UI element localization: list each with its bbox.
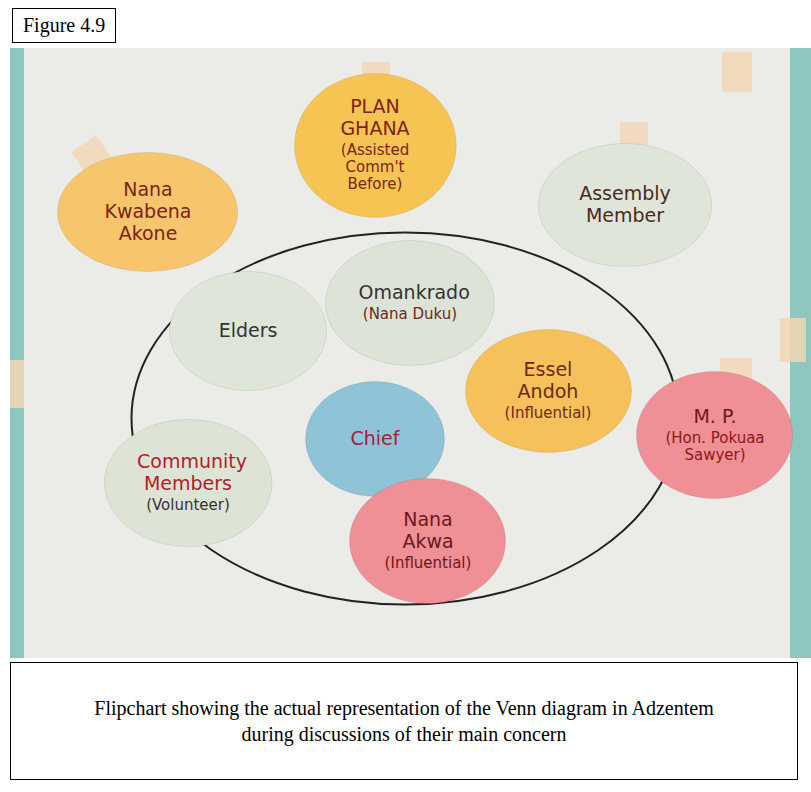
stakeholder-circle: Community Members (Volunteer) [103,418,273,548]
caption: Flipchart showing the actual representat… [71,695,737,747]
node-ellipse [350,478,506,603]
photo-background [10,48,811,658]
node-ellipse [170,271,327,390]
node-label-group: M. P.(Hon. Pokuaa Sawyer) [664,406,766,464]
node-label: Chief [351,428,400,450]
node-sublabel: (Influential) [377,555,479,572]
node-sublabel: (Assisted Comm't Before) [322,142,428,194]
node-label-group: Community Members (Volunteer) [137,451,239,514]
figure-label-box: Figure 4.9 [12,8,116,43]
node-sublabel: (Nana Duku) [358,306,461,323]
node-ellipse [104,419,271,546]
node-ellipse [58,153,238,272]
tape-strip [10,360,24,408]
stakeholder-circle: Omankrado (Nana Duku) [324,239,496,367]
node-label: Community Members [137,451,239,495]
stakeholder-circle: Assembly Member [537,142,713,268]
node-label: Omankrado [358,282,461,304]
node-label-group: Essel Andoh (Influential) [493,359,602,422]
tape-strip [722,52,752,92]
node-label-group: Nana Akwa (Influential) [377,509,479,572]
node-label-group: Chief [351,428,400,450]
caption-box: Flipchart showing the actual representat… [10,662,798,780]
node-label-group: PLAN GHANA(Assisted Comm't Before) [322,96,428,193]
node-label-group: Omankrado (Nana Duku) [358,282,461,323]
stakeholder-circle: Nana Kwabena Akone [56,151,239,273]
node-label-group: Nana Kwabena Akone [88,179,207,245]
figure-label: Figure 4.9 [23,14,105,37]
node-ellipse [637,372,793,499]
community-boundary: Elders Omankrado (Nana Duku) Essel Andoh (In… [130,231,680,606]
node-label: Elders [219,320,278,342]
node-sublabel: (Hon. Pokuaa Sawyer) [664,430,766,465]
node-label-group: Elders [219,320,278,342]
node-label: PLAN GHANA [322,96,428,140]
node-label: Nana Kwabena Akone [88,179,207,245]
tape-strip [780,318,806,362]
node-ellipse [326,240,495,365]
node-label-group: Assembly Member [568,183,682,227]
node-ellipse [538,144,711,267]
stakeholder-circle: PLAN GHANA(Assisted Comm't Before) [293,72,458,219]
stakeholder-circle: M. P.(Hon. Pokuaa Sawyer) [635,370,794,500]
node-ellipse [294,73,456,217]
node-sublabel: (Influential) [493,405,602,422]
node-label: M. P. [664,406,766,428]
node-ellipse [465,329,631,452]
node-label: Essel Andoh [493,359,602,403]
stakeholder-circle: Essel Andoh (Influential) [464,328,633,454]
flipchart-paper [24,48,790,658]
stakeholder-circle: Nana Akwa (Influential) [348,477,507,605]
node-label: Assembly Member [568,183,682,227]
node-label: Nana Akwa [377,509,479,553]
node-ellipse [132,232,679,604]
stakeholder-circle: Elders [168,270,328,392]
node-sublabel: (Volunteer) [137,497,239,514]
